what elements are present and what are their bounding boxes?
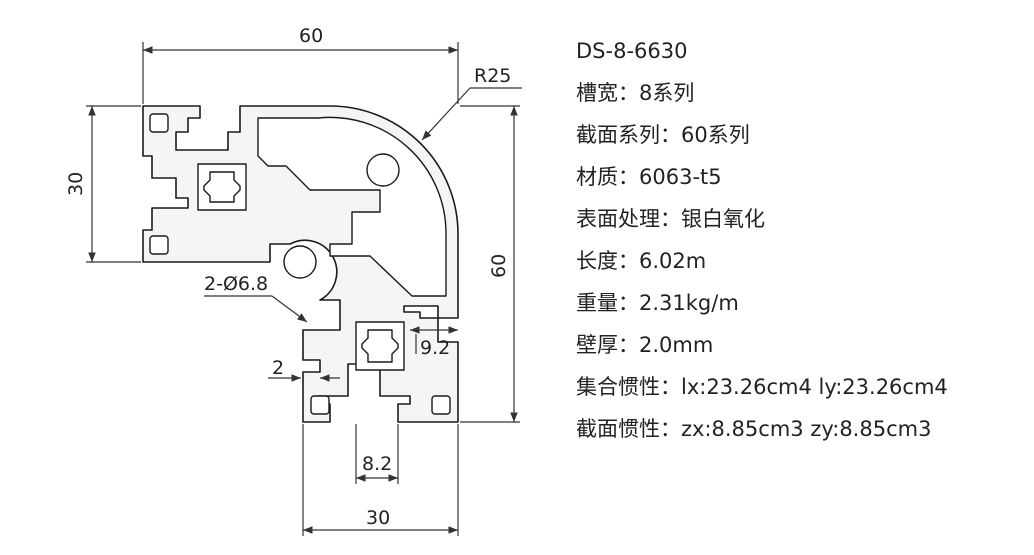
spec-list: DS-8-6630 槽宽：8系列 截面系列：60系列 材质：6063-t5 表面… bbox=[576, 34, 948, 454]
profile-drawing: 60 30 60 30 R25 2-Ø6.8 9.2 2 8.2 bbox=[65, 25, 522, 536]
spec-length: 长度：6.02m bbox=[576, 249, 707, 273]
dim-top-width: 60 bbox=[299, 25, 323, 47]
spec-section-series: 截面系列：60系列 bbox=[576, 123, 750, 147]
spec-slot-width: 槽宽：8系列 bbox=[576, 81, 695, 105]
model-number: DS-8-6630 bbox=[576, 39, 688, 63]
dim-right-height: 60 bbox=[488, 254, 510, 278]
profile-outline bbox=[142, 105, 459, 423]
dim-slot-width: 8.2 bbox=[362, 453, 392, 475]
dim-bottom-width: 30 bbox=[366, 507, 390, 529]
dim-radius: R25 bbox=[474, 65, 511, 87]
spec-section-modulus: 截面惯性：zx:8.85cm3 zy:8.85cm3 bbox=[576, 417, 932, 441]
dim-left-height: 30 bbox=[65, 172, 87, 196]
spec-material: 材质：6063-t5 bbox=[576, 165, 722, 189]
spec-surface-treatment: 表面处理：银白氧化 bbox=[576, 207, 765, 231]
dim-offset: 9.2 bbox=[420, 337, 450, 359]
dim-slot-gap: 2 bbox=[272, 357, 284, 379]
spec-wall-thickness: 壁厚：2.0mm bbox=[576, 333, 714, 357]
dim-holes: 2-Ø6.8 bbox=[204, 273, 268, 295]
dimension-lines bbox=[86, 42, 522, 536]
spec-weight: 重量：2.31kg/m bbox=[576, 291, 739, 315]
spec-moment-of-inertia: 集合惯性：lx:23.26cm4 ly:23.26cm4 bbox=[576, 375, 948, 399]
